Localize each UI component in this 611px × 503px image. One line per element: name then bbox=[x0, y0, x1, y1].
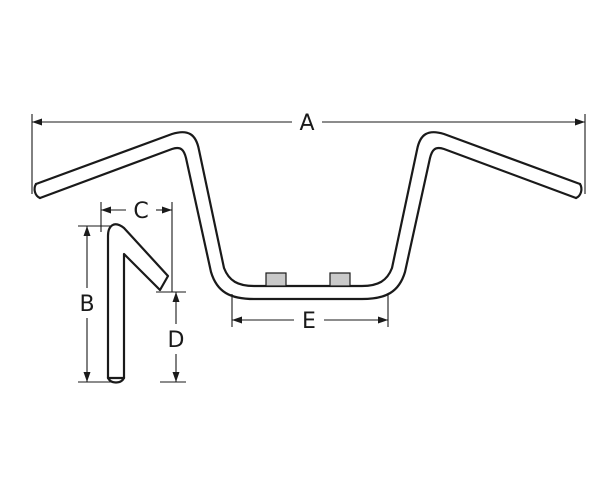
right-end-cap bbox=[574, 182, 583, 200]
dimension-a: A bbox=[31, 111, 586, 194]
label-a: A bbox=[299, 111, 314, 136]
dimension-d: D bbox=[156, 291, 186, 383]
dimension-b: B bbox=[78, 225, 112, 383]
knurl-right bbox=[329, 272, 351, 287]
label-d: D bbox=[168, 328, 185, 353]
label-e: E bbox=[302, 309, 316, 334]
dimension-e: E bbox=[231, 294, 389, 334]
handlebar-side-view bbox=[106, 223, 170, 380]
dimension-c: C bbox=[100, 199, 173, 292]
left-end-cap bbox=[33, 182, 42, 200]
label-c: C bbox=[133, 199, 148, 224]
handlebar-front-view-outer bbox=[34, 131, 582, 288]
side-view-bottom-cap bbox=[106, 376, 126, 384]
handlebar-front-view-inner bbox=[38, 146, 578, 301]
label-b: B bbox=[79, 292, 94, 317]
knurl-left bbox=[265, 272, 287, 287]
